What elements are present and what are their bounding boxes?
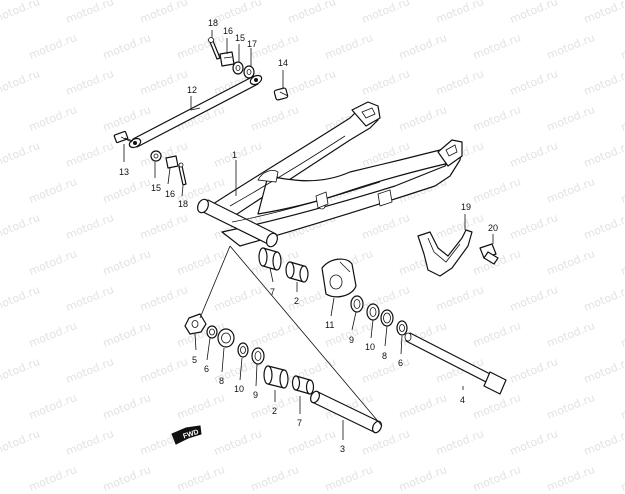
callout-numbers: 18 16 15 17 14 12 13 15 16 18 1 7 2 11 9… <box>119 18 498 454</box>
callout-5: 5 <box>192 355 197 365</box>
bushing-part-2-lower[interactable] <box>263 365 289 389</box>
callout-9: 9 <box>349 335 354 345</box>
callout-6-left: 6 <box>204 364 209 374</box>
callout-1: 1 <box>232 150 237 160</box>
construction-lines <box>120 136 383 427</box>
callout-10: 10 <box>365 342 375 352</box>
washer-part-8-right[interactable] <box>380 309 394 327</box>
washer-part-15-lower[interactable] <box>150 150 162 162</box>
callout-10-left: 10 <box>234 384 244 394</box>
bearing-part-7-upper[interactable] <box>258 247 282 271</box>
washer-part-6-left[interactable] <box>206 325 218 339</box>
spacer-part-3[interactable] <box>309 390 383 434</box>
bolt-part-14[interactable] <box>273 87 289 101</box>
callout-7: 7 <box>270 287 275 297</box>
washer-part-8-left[interactable] <box>217 328 235 348</box>
callout-19: 19 <box>461 202 471 212</box>
callout-8-left: 8 <box>219 376 224 386</box>
nut-part-5[interactable] <box>184 313 207 335</box>
callout-17: 17 <box>247 39 257 49</box>
callout-16: 16 <box>223 26 233 36</box>
callout-6: 6 <box>398 358 403 368</box>
bushing-part-2-upper[interactable] <box>285 261 309 283</box>
callout-4: 4 <box>460 395 465 405</box>
callout-13: 13 <box>119 167 129 177</box>
callout-14: 14 <box>278 58 288 68</box>
exploded-view: 18 16 15 17 14 12 13 15 16 18 1 7 2 11 9… <box>113 18 507 454</box>
washer-part-6-right[interactable] <box>396 320 408 336</box>
cotter-pin-part-18-lower[interactable] <box>178 162 187 186</box>
pivot-shaft-part-4[interactable] <box>404 332 507 395</box>
bolt-part-20[interactable] <box>479 243 499 265</box>
washer-part-9-right[interactable] <box>350 295 364 313</box>
callout-18-lower: 18 <box>178 199 188 209</box>
callout-7-lower: 7 <box>297 418 302 428</box>
washer-part-10-right[interactable] <box>366 303 380 321</box>
castle-nut-part-16-lower[interactable] <box>165 155 179 169</box>
callout-2: 2 <box>294 296 299 306</box>
callout-3: 3 <box>340 444 345 454</box>
swingarm-part-1[interactable] <box>196 101 463 248</box>
callout-9-left: 9 <box>253 390 258 400</box>
callout-18: 18 <box>208 18 218 28</box>
callout-16-lower: 16 <box>165 189 175 199</box>
castle-nut-part-16-top[interactable] <box>219 51 235 67</box>
callout-8: 8 <box>382 351 387 361</box>
leader-lines <box>123 30 494 440</box>
callout-11: 11 <box>325 320 334 330</box>
bracket-part-19[interactable] <box>417 229 473 277</box>
washer-part-10-left[interactable] <box>237 342 249 358</box>
washer-part-17[interactable] <box>243 65 255 79</box>
chain-buffer-part-11[interactable] <box>321 258 357 298</box>
torque-rod-part-12[interactable] <box>128 74 263 150</box>
callout-2-lower: 2 <box>272 406 277 416</box>
washer-part-15-top[interactable] <box>232 61 244 75</box>
callout-15-lower: 15 <box>151 183 161 193</box>
callout-15: 15 <box>235 33 245 43</box>
front-marker-label: FWD <box>182 429 199 441</box>
front-direction-marker: FWD <box>171 425 202 445</box>
washer-part-9-left[interactable] <box>251 347 265 365</box>
bearing-part-7-lower[interactable] <box>291 375 315 395</box>
cotter-pin-part-18-top[interactable] <box>208 37 221 60</box>
callout-12: 12 <box>187 85 197 95</box>
callout-20: 20 <box>488 223 498 233</box>
